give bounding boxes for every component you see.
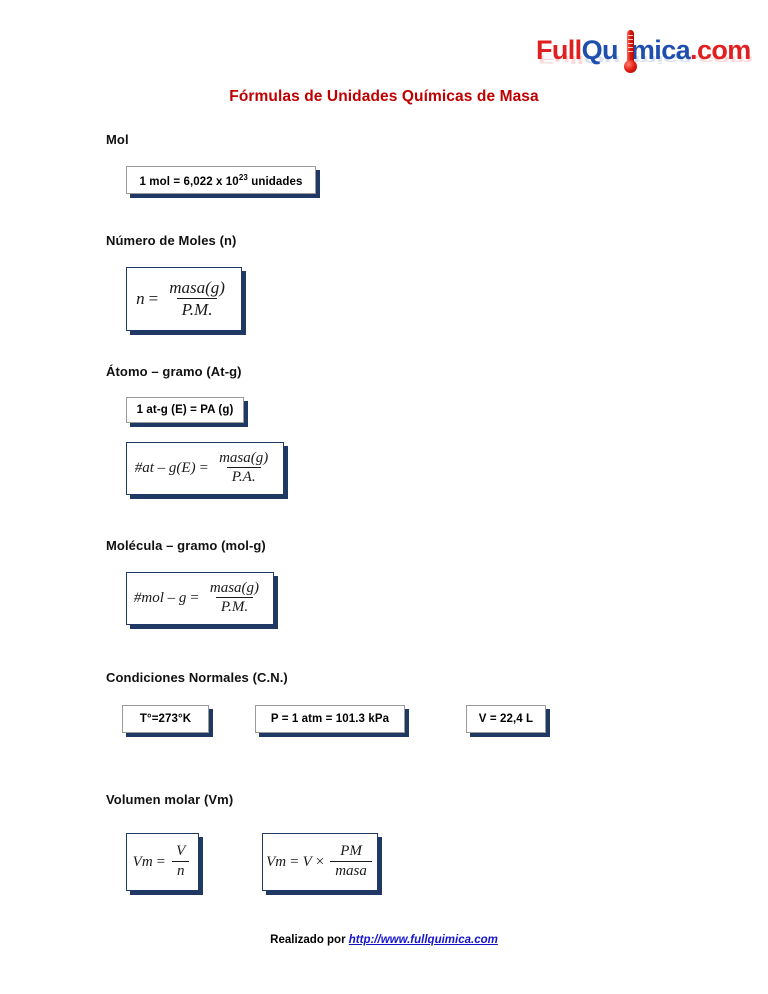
thermometer-ticks-icon	[628, 35, 633, 57]
formula-numerator: masa(g)	[209, 579, 260, 596]
formula-vm-simple: Vm = V n	[132, 843, 193, 880]
section-heading-atomo-gramo: Átomo – gramo (At-g)	[106, 364, 242, 379]
section-heading-condiciones-normales: Condiciones Normales (C.N.)	[106, 670, 288, 685]
formula-numerator: masa(g)	[169, 277, 225, 297]
thermometer-bulb-icon	[624, 60, 637, 73]
formula-numero-de-moles: n = masa(g) P.M.	[136, 277, 232, 320]
formula-box-numero-de-moles: n = masa(g) P.M.	[126, 267, 242, 331]
formula-operator: =	[199, 460, 209, 476]
formula-operator: =	[156, 853, 166, 870]
formula-times-operator: ×	[315, 853, 325, 870]
footer: Realizado por http://www.fullquimica.com	[0, 934, 768, 946]
formula-box-presion: P = 1 atm = 101.3 kPa	[255, 705, 405, 733]
formula-fraction: masa(g) P.A.	[214, 449, 273, 487]
formula-fraction: masa(g) P.M.	[164, 277, 230, 320]
section-heading-volumen-molar: Volumen molar (Vm)	[106, 792, 234, 807]
formula-numerator: V	[176, 843, 186, 859]
formula-text-volumen: V = 22,4 L	[478, 713, 534, 725]
section-heading-mol: Mol	[106, 132, 129, 147]
formula-box-at-g-definition: 1 at-g (E) = PA (g)	[126, 397, 244, 423]
formula-box-temperatura: T°=273°K	[122, 705, 209, 733]
formula-box-num-at-g: #at – g(E) = masa(g) P.A.	[126, 442, 284, 495]
formula-mid-term: V	[302, 853, 312, 870]
formula-lhs: Vm	[266, 853, 287, 870]
formula-lhs: n	[136, 289, 145, 309]
formula-fraction: masa(g) P.M.	[205, 579, 264, 617]
formula-denominator: P.A.	[226, 467, 261, 486]
formula-text-temperatura: T°=273°K	[139, 713, 192, 725]
formula-operator: =	[190, 590, 199, 606]
formula-fraction: V n	[171, 843, 190, 880]
thermometer-icon	[624, 30, 637, 77]
formula-lhs: Vm	[132, 853, 153, 870]
formula-box-vm-expanded: Vm = V × PM masa	[262, 833, 378, 891]
formula-denominator: n	[171, 860, 190, 880]
logo-text-mica: mica	[630, 35, 691, 65]
formula-operator: =	[148, 289, 159, 309]
formula-lhs: #at – g(E)	[134, 460, 196, 476]
formula-denominator: masa	[330, 860, 372, 880]
formula-denominator: P.M.	[176, 297, 218, 320]
formula-num-mol-g: #mol – g = masa(g) P.M.	[133, 579, 266, 617]
formula-numerator: masa(g)	[219, 449, 269, 466]
formula-denominator: P.M.	[215, 597, 254, 616]
page-title: Fórmulas de Unidades Químicas de Masa	[229, 88, 539, 105]
formula-text-mol-definition: 1 mol = 6,022 x 1023 unidades	[139, 172, 303, 188]
formula-operator: =	[290, 853, 299, 870]
logo-text-dotcom: .com	[690, 35, 751, 65]
logo-text-full: Full	[536, 35, 582, 65]
formula-text-presion: P = 1 atm = 101.3 kPa	[270, 713, 390, 725]
formula-text-at-g-definition: 1 at-g (E) = PA (g)	[136, 404, 234, 416]
formula-numerator: PM	[340, 843, 362, 859]
formula-lhs: #mol – g	[133, 590, 187, 606]
footer-prefix: Realizado por	[270, 934, 349, 946]
formula-box-volumen: V = 22,4 L	[466, 705, 546, 733]
formula-box-num-mol-g: #mol – g = masa(g) P.M.	[126, 572, 274, 625]
section-heading-molecula-gramo: Molécula – gramo (mol-g)	[106, 538, 266, 553]
footer-website-link[interactable]: http://www.fullquimica.com	[348, 934, 498, 946]
formula-num-at-g: #at – g(E) = masa(g) P.A.	[134, 449, 275, 487]
formula-vm-expanded: Vm = V × PM masa	[266, 843, 374, 880]
formula-fraction: PM masa	[330, 843, 372, 880]
formula-box-vm-simple: Vm = V n	[126, 833, 199, 891]
formula-box-mol-definition: 1 mol = 6,022 x 1023 unidades	[126, 166, 316, 194]
logo-text-qu: Qu	[581, 35, 619, 65]
section-heading-numero-de-moles: Número de Moles (n)	[106, 233, 237, 248]
